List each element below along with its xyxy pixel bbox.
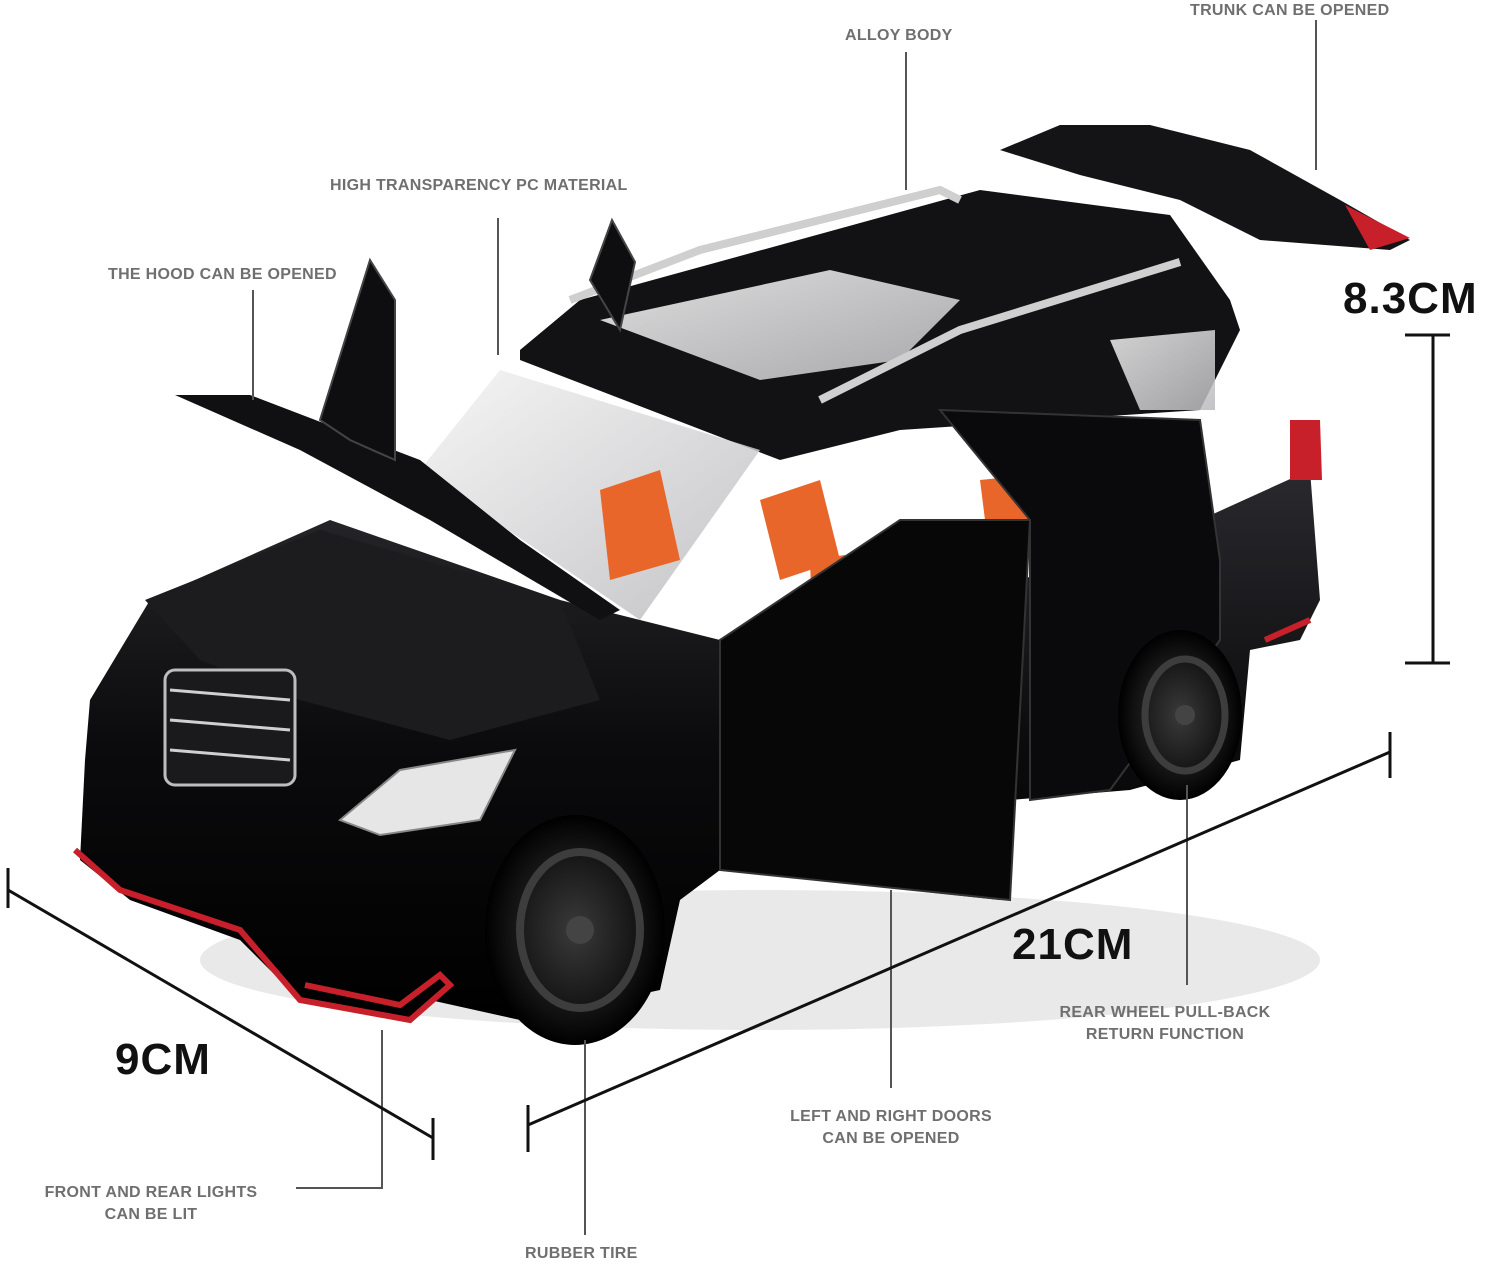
sunroof xyxy=(600,270,960,380)
callout-pc-material: HIGH TRANSPARENCY PC MATERIAL xyxy=(330,177,628,194)
engine-bay xyxy=(145,530,600,740)
callout-rear-wheel-line1: REAR WHEEL PULL-BACK xyxy=(1059,1004,1271,1021)
roof-rail-rear xyxy=(818,258,1182,404)
callout-lights-line1: FRONT AND REAR LIGHTS xyxy=(44,1184,258,1201)
open-hood xyxy=(175,395,620,620)
open-front-door-left xyxy=(318,257,396,462)
interior-seat xyxy=(760,480,840,580)
rear-trim xyxy=(1263,617,1312,643)
front-wheel xyxy=(485,815,665,1045)
callout-rear-wheel-line2: RETURN FUNCTION xyxy=(1085,1026,1245,1043)
callout-doors: LEFT AND RIGHT DOORS CAN BE OPENED xyxy=(775,1106,1007,1150)
dimension-width: 9CM xyxy=(115,1035,211,1084)
dimension-length: 21CM xyxy=(1012,920,1134,969)
trunk-light xyxy=(1345,205,1410,250)
callout-lights-line2: CAN BE LIT xyxy=(104,1206,198,1223)
interior-seat xyxy=(600,470,680,580)
callout-tire: RUBBER TIRE xyxy=(525,1245,638,1262)
dimension-lines xyxy=(6,333,1450,1160)
callout-hood: THE HOOD CAN BE OPENED xyxy=(108,266,337,283)
headlight xyxy=(338,748,517,837)
dimension-height: 8.3CM xyxy=(1343,274,1478,323)
callout-rear-wheel: REAR WHEEL PULL-BACK RETURN FUNCTION xyxy=(1045,1002,1285,1046)
open-side-door-front xyxy=(719,519,1032,902)
callout-doors-line1: LEFT AND RIGHT DOORS xyxy=(790,1108,992,1125)
rear-window xyxy=(1110,330,1215,410)
open-trunk-lid xyxy=(1000,125,1410,250)
rear-wheel xyxy=(1118,630,1242,800)
callout-doors-line2: CAN BE OPENED xyxy=(822,1130,960,1147)
roof-rail-front xyxy=(568,185,962,304)
tail-light xyxy=(1290,420,1322,480)
callout-lines xyxy=(252,20,1317,1235)
callout-lights: FRONT AND REAR LIGHTS CAN BE LIT xyxy=(30,1182,272,1226)
callout-alloy-body: ALLOY BODY xyxy=(845,27,953,44)
bumper-trim xyxy=(73,847,455,1024)
callout-trunk: TRUNK CAN BE OPENED xyxy=(1190,2,1390,19)
open-front-door-right xyxy=(588,217,637,333)
